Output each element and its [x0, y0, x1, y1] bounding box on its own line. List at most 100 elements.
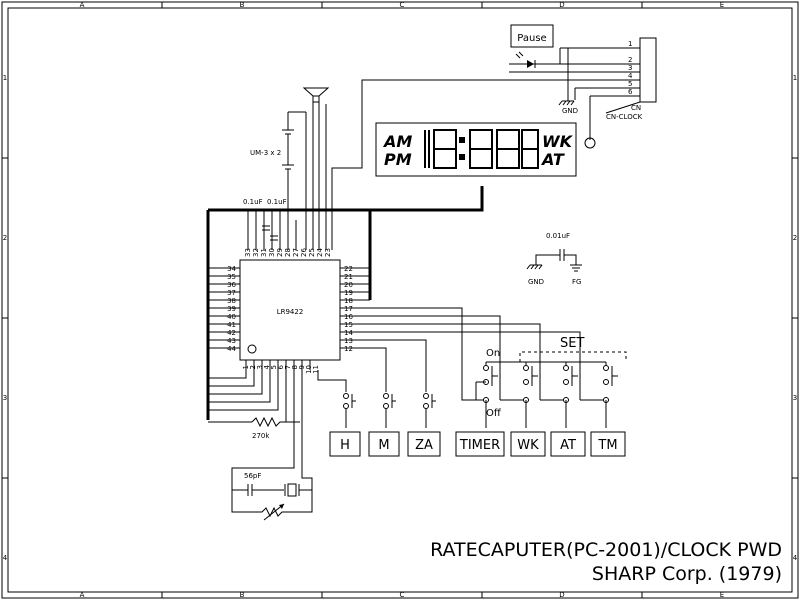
- switch-m: [383, 393, 396, 428]
- set-bracket: SET: [519, 336, 627, 362]
- cn-pin-1: 1: [628, 40, 632, 48]
- title-line1: RATECAPUTER(PC-2001)/CLOCK PWD: [430, 539, 782, 561]
- ic-pin-bottom-3: 3: [256, 365, 264, 369]
- row-label-4: 4: [3, 554, 8, 562]
- ic-pin-right-21: 21: [344, 273, 353, 281]
- resistor-270k: 270k: [251, 416, 300, 440]
- key-wk-label: WK: [517, 438, 539, 453]
- resistor-label: 270k: [252, 432, 270, 440]
- ic-pin-top-27: 27: [292, 248, 300, 257]
- ic-pin-right-18: 18: [344, 297, 353, 305]
- ic-top-wires: [247, 79, 370, 250]
- ground-cn: GND: [558, 96, 578, 115]
- cn-pin-5: 5: [628, 80, 632, 88]
- pause-button[interactable]: Pause: [510, 24, 554, 48]
- ic-pin-left-39: 39: [227, 305, 236, 313]
- ic-pin-top-23: 23: [324, 248, 332, 257]
- ic-pin-bottom-4: 4: [263, 364, 271, 369]
- cap1-label: 0.1uF: [243, 198, 263, 206]
- gnd-label: GND: [528, 278, 544, 286]
- ic-pin-left-36: 36: [227, 281, 236, 289]
- ic-pin-top-29: 29: [276, 248, 284, 257]
- row-label-2-right: 2: [793, 234, 797, 242]
- seven-segment-digits: [424, 129, 539, 169]
- key-at-label: AT: [560, 438, 576, 453]
- ic-pin-bottom-10: 10: [305, 365, 313, 374]
- ic-pin-left-43: 43: [227, 337, 236, 345]
- ic-pin-bottom-2: 2: [249, 365, 257, 369]
- slide-switches: [475, 361, 618, 428]
- on-label: On: [486, 348, 500, 359]
- row-label-4-right: 4: [793, 554, 798, 562]
- display-wk: WK: [542, 132, 574, 151]
- key-h-label: H: [340, 438, 350, 453]
- ic-pin-bottom-6: 6: [277, 364, 285, 369]
- capacitor-0-1uf: 0.1uF 0.1uF: [243, 198, 287, 241]
- ic-pin-right-14: 14: [344, 329, 353, 337]
- ic-pin-right-22: 22: [344, 265, 353, 273]
- key-at[interactable]: AT: [550, 431, 586, 457]
- off-label: Off: [486, 408, 502, 419]
- ic-pin-right-20: 20: [344, 281, 353, 289]
- display-at: AT: [540, 150, 565, 169]
- ic-lr9422: LR9422: [239, 259, 341, 361]
- ic-pin-left-37: 37: [227, 289, 236, 297]
- ic-pin-top-33: 33: [244, 248, 252, 257]
- led-diode: [509, 51, 560, 68]
- ic-pin-left-44: 44: [227, 345, 236, 353]
- ic-pin-right-13: 13: [344, 337, 353, 345]
- ic-left-wires: [208, 267, 370, 349]
- ic-pin-bottom-11: 11: [312, 365, 320, 374]
- ic-name: LR9422: [277, 308, 304, 316]
- key-h[interactable]: H: [329, 431, 361, 457]
- battery: UM-3 x 2: [250, 111, 306, 205]
- row-label-1-right: 1: [793, 74, 797, 82]
- gnd-label-cn: GND: [562, 107, 578, 115]
- ic-pin-left-34: 34: [227, 265, 236, 273]
- cap3-label: 0.01uF: [546, 232, 570, 240]
- key-wk[interactable]: WK: [510, 431, 546, 457]
- row-label-2: 2: [3, 234, 7, 242]
- row-label-3-right: 3: [793, 394, 797, 402]
- data-bus: [206, 186, 484, 420]
- display-am: AM: [382, 132, 412, 151]
- col-label-e: E: [720, 1, 724, 9]
- pause-button-label: Pause: [517, 33, 546, 44]
- col-label-a-bottom: A: [80, 591, 85, 599]
- display-pm: PM: [384, 150, 412, 169]
- col-label-d-bottom: D: [559, 591, 564, 599]
- switch-h: [343, 393, 356, 428]
- capacitor-0-01uf: 0.01uF GND FG: [526, 232, 582, 286]
- key-timer[interactable]: TIMER: [455, 431, 505, 457]
- title-line2: SHARP Corp. (1979): [592, 563, 782, 585]
- key-za[interactable]: ZA: [407, 431, 441, 457]
- key-m[interactable]: M: [368, 431, 400, 457]
- cn-pin-2: 2: [628, 56, 632, 64]
- cn-clock-label: CN-CLOCK: [606, 113, 643, 121]
- ic-pin-left-41: 41: [227, 321, 236, 329]
- key-tm[interactable]: TM: [590, 431, 626, 457]
- ic-pin-top-26: 26: [300, 248, 308, 257]
- ic-pin-top-30: 30: [268, 248, 276, 257]
- col-label-a: A: [80, 1, 85, 9]
- ic-pin-left-38: 38: [227, 297, 236, 305]
- col-label-b: B: [240, 1, 245, 9]
- key-timer-label: TIMER: [459, 438, 500, 453]
- set-label: SET: [560, 336, 584, 351]
- ic-right-wires: [317, 299, 581, 401]
- ic-pin-right-19: 19: [344, 289, 353, 297]
- key-tm-label: TM: [597, 438, 617, 453]
- fg-label: FG: [572, 278, 581, 286]
- cn-pin-6: 6: [628, 88, 633, 96]
- cn-pin-4: 4: [628, 72, 633, 80]
- ic-pin-top-31: 31: [260, 248, 268, 257]
- ic-pin-left-40: 40: [227, 313, 236, 321]
- col-label-e-bottom: E: [720, 591, 724, 599]
- ic-pin-top-25: 25: [308, 248, 316, 257]
- ic-pin-top-24: 24: [316, 248, 324, 257]
- ic-pin-right-12: 12: [344, 345, 353, 353]
- ic-pin-bottom-5: 5: [270, 365, 278, 369]
- ic-pin-top-32: 32: [252, 248, 260, 257]
